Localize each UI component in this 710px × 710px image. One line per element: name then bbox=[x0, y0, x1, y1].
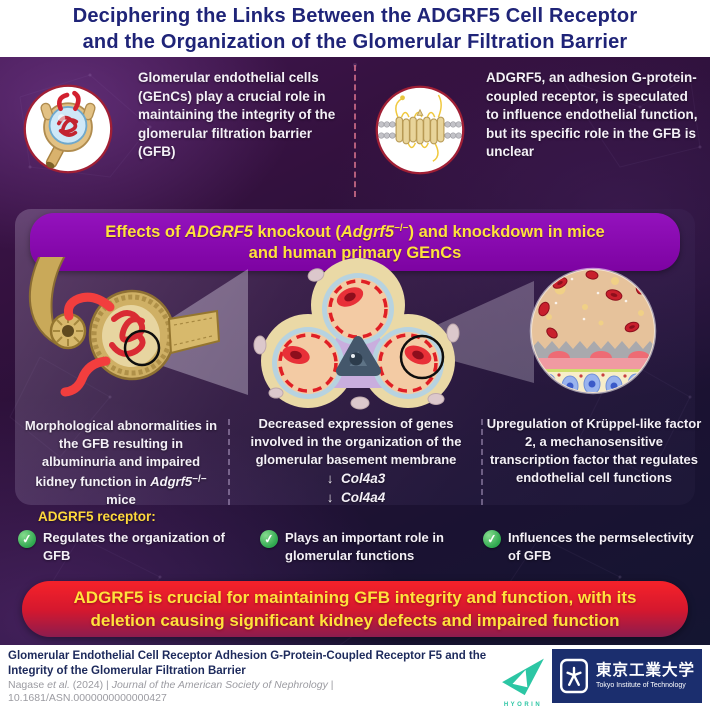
gpcr-receptor-icon bbox=[375, 85, 465, 175]
intro-divider bbox=[354, 65, 356, 197]
poster-body: Glomerular endothelial cells (GEnCs) pla… bbox=[0, 57, 710, 645]
check-icon: ✓ bbox=[16, 528, 38, 550]
hyorin-logo: HYORIN bbox=[496, 656, 550, 708]
nephron-illustration bbox=[28, 257, 221, 397]
paper-title: Glomerular Endothelial Cell Receptor Adh… bbox=[8, 650, 487, 677]
intro-left-text: Glomerular endothelial cells (GEnCs) pla… bbox=[138, 70, 336, 159]
receptor-summary-heading: ADGRF5 receptor: bbox=[38, 509, 156, 524]
effects-banner-line1: Effects of ADGRF5 knockout (Adgrf5−/−) a… bbox=[105, 223, 605, 241]
check-item-text: Regulates the organization of GFB bbox=[43, 530, 226, 563]
filtration-barrier-zoom-illustration bbox=[529, 267, 657, 395]
finding-caption-left: Morphological abnormalities in the GFB r… bbox=[24, 418, 218, 507]
poster-footer: Glomerular Endothelial Cell Receptor Adh… bbox=[0, 645, 710, 710]
down-arrow-icon: ↓ bbox=[326, 471, 334, 486]
check-icon: ✓ bbox=[258, 528, 280, 550]
highlight-circle-left bbox=[123, 329, 161, 367]
down-arrow-icon: ↓ bbox=[326, 490, 334, 505]
intro-right-text: ADGRF5, an adhesion G-protein-coupled re… bbox=[486, 70, 698, 159]
effects-banner-line2: and human primary GEnCs bbox=[248, 244, 462, 262]
capillary-loops bbox=[272, 273, 444, 399]
red-blood-cells bbox=[282, 287, 432, 365]
finding-caption-right: Upregulation of Krüppel-like factor 2, a… bbox=[486, 416, 702, 485]
gene-downregulated-col4a3: ↓ Col4a3 bbox=[326, 471, 386, 486]
conclusion-banner: ADGRF5 is crucial for maintaining GFB in… bbox=[22, 581, 688, 637]
conclusion-text: ADGRF5 is crucial for maintaining GFB in… bbox=[73, 588, 637, 630]
findings-illustrations bbox=[28, 257, 657, 410]
highlight-circle-middle bbox=[399, 334, 445, 380]
tokyo-tech-name-jp: 東京工業大学 bbox=[596, 662, 696, 679]
page-title-line2: and the Organization of the Glomerular F… bbox=[82, 30, 628, 53]
citation: Nagase et al. (2024) | Journal of the Am… bbox=[8, 679, 334, 704]
caption-divider-1 bbox=[228, 419, 230, 505]
tokyo-tech-logo: 東京工業大学 Tokyo Institute of Technology bbox=[552, 649, 702, 703]
gene-downregulated-col4a4: ↓ Col4a4 bbox=[326, 490, 386, 505]
hyorin-logo-icon bbox=[502, 658, 544, 696]
tokyo-tech-logo-icon bbox=[560, 658, 588, 694]
page-title-line1: Deciphering the Links Between the ADGRF5… bbox=[72, 4, 638, 27]
poster-header: Deciphering the Links Between the ADGRF5… bbox=[0, 0, 710, 57]
check-icon: ✓ bbox=[481, 528, 503, 550]
tokyo-tech-name-en: Tokyo Institute of Technology bbox=[596, 682, 686, 689]
hyorin-logo-label: HYORIN bbox=[503, 702, 543, 708]
caption-divider-2 bbox=[481, 419, 483, 505]
glomerulus-magnifier-icon bbox=[23, 84, 113, 174]
check-item-text: Influences the permselectivity of GFB bbox=[508, 530, 694, 563]
receptor-check-item-2: ✓ Plays an important role in glomerular … bbox=[258, 528, 480, 564]
check-item-text: Plays an important role in glomerular fu… bbox=[285, 530, 444, 563]
receptor-check-item-3: ✓ Influences the permselectivity of GFB bbox=[481, 528, 709, 564]
finding-caption-middle: Decreased expression of genes involved i… bbox=[234, 415, 478, 507]
capillary-cross-section-illustration bbox=[253, 258, 460, 410]
receptor-check-item-1: ✓ Regulates the organization of GFB bbox=[16, 528, 252, 564]
